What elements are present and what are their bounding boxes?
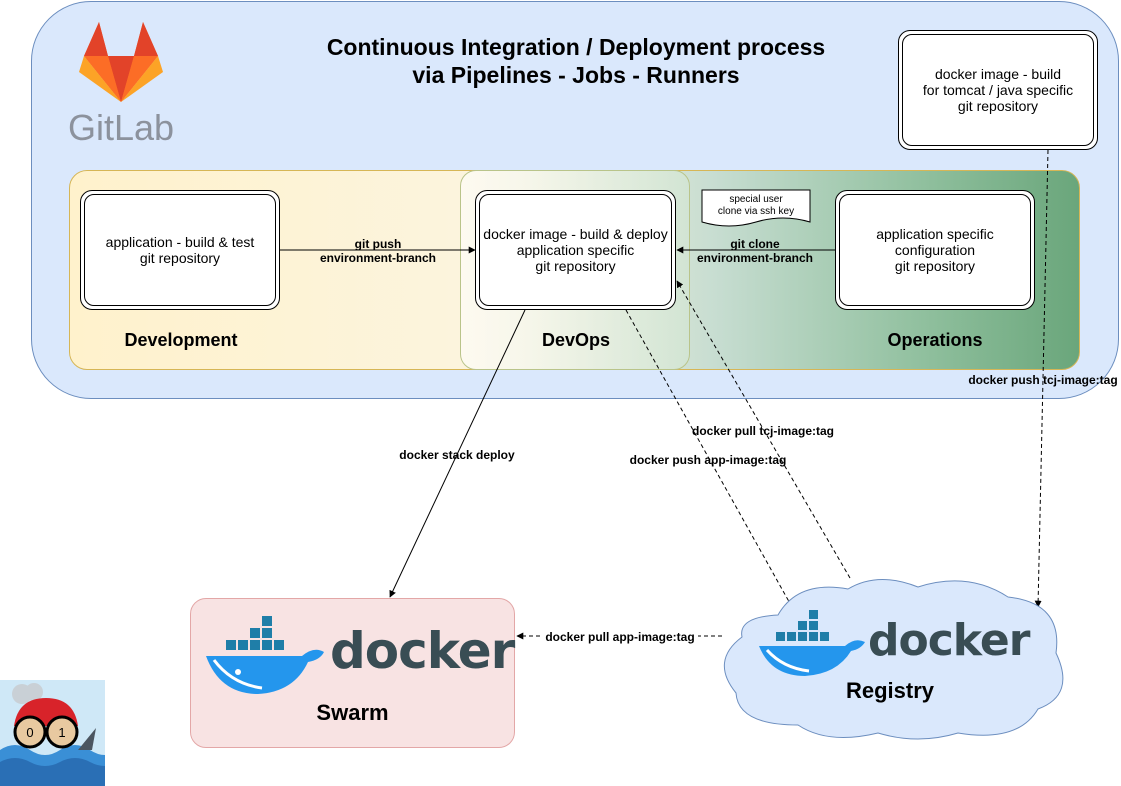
avatar-digit-right: 1 (58, 725, 65, 740)
lane-label-operations: Operations (887, 330, 983, 350)
shark-fin-icon (78, 728, 96, 750)
pull-app-label: docker pull app-image:tag (542, 630, 698, 644)
registry-cloud (723, 578, 1064, 740)
app-config-box: application specific configuration git r… (835, 190, 1035, 310)
registry-whale-icon (759, 610, 865, 676)
gitlab-fox-icon (79, 22, 163, 102)
title-line-1: Continuous Integration / Deployment proc… (326, 34, 826, 60)
git-push-label: git push environment-branch (319, 237, 436, 265)
gitlab-wordmark: GitLab (68, 107, 174, 148)
push-tcj-label: docker push tcj-image:tag (968, 373, 1118, 387)
stack-deploy-label: docker stack deploy (399, 448, 515, 462)
docker-whale-icon (206, 616, 324, 694)
swarm-docker-wordmark: docker (330, 622, 515, 680)
pull-tcj-label: docker pull tcj-image:tag (691, 424, 835, 438)
title-line-2: via Pipelines - Jobs - Runners (412, 62, 740, 88)
note-line-2: clone via ssh key (718, 206, 794, 217)
git-clone-label: git clone environment-branch (696, 237, 813, 265)
tomcat-image-box: docker image - build for tomcat / java s… (898, 30, 1098, 150)
note-line-1: special user (729, 194, 783, 205)
diagram-title: Continuous Integration / Deployment proc… (276, 33, 876, 89)
registry-docker-wordmark: docker (868, 615, 1030, 666)
stack-deploy-edge (389, 309, 526, 598)
avatar-digit-left: 0 (26, 725, 33, 740)
lane-label-development: Development (124, 330, 238, 350)
registry-label: Registry (845, 678, 935, 703)
swarm-label: Swarm (316, 700, 389, 725)
lane-label-devops: DevOps (541, 330, 611, 350)
pull-tcj-edge (676, 280, 851, 579)
push-app-label: docker push app-image:tag (629, 453, 787, 467)
ssh-note: special user clone via ssh key (701, 189, 811, 227)
push-tcj-edge (1034, 149, 1049, 608)
gitlab-logo: GitLab (68, 22, 174, 148)
push-app-edge (625, 309, 793, 608)
app-build-box: application - build & test git repositor… (80, 190, 280, 310)
avatar: 0 1 (0, 680, 105, 786)
